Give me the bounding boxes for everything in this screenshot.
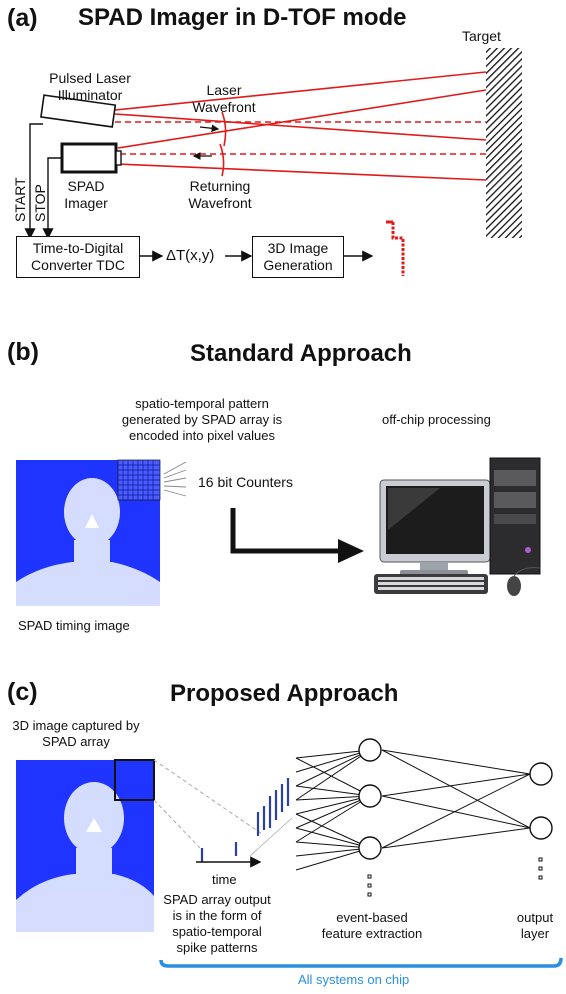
- on-chip-bracket: [159, 957, 563, 968]
- panel-a-label: (a): [7, 4, 38, 32]
- image-gen-box: 3D Image Generation: [252, 236, 344, 278]
- panel-c-label: (c): [7, 678, 38, 706]
- panel-c-title: Proposed Approach: [170, 680, 399, 707]
- timing-image-label: SPAD timing image: [18, 618, 130, 633]
- computer-illustration: [374, 457, 541, 596]
- returning-wavefront-label: Returning Wavefront: [188, 178, 252, 211]
- laser-illuminator: [40, 94, 117, 128]
- face-silhouette-c: [16, 782, 154, 932]
- on-chip-label: All systems on chip: [298, 972, 410, 987]
- panel-a-title: SPAD Imager in D-TOF mode: [78, 4, 407, 31]
- laser-wavefront-label: Laser Wavefront: [192, 82, 256, 115]
- nn-ellipsis: [367, 857, 543, 897]
- face-silhouette-b: [16, 478, 160, 606]
- counters-label: 16 bit Counters: [198, 474, 293, 490]
- nn-nodes: [358, 738, 553, 860]
- spike-pattern: [200, 778, 290, 862]
- laser-label: Pulsed Laser Illuminator: [49, 70, 131, 103]
- pixel-grid: [117, 459, 161, 501]
- off-chip-label: off-chip processing: [382, 412, 491, 427]
- depth-profile-mark: [391, 222, 405, 276]
- nn-connections: [295, 749, 531, 871]
- flow-arrow: [230, 508, 340, 554]
- panel-b-label: (b): [7, 338, 39, 366]
- start-label: START: [12, 177, 28, 222]
- target-label: Target: [462, 28, 501, 44]
- delta-t-label: ΔT(x,y): [166, 247, 215, 264]
- spad-imager-box: [60, 142, 118, 174]
- pattern-caption: spatio-temporal pattern generated by SPA…: [121, 396, 283, 443]
- captured-caption: 3D image captured by SPAD array: [12, 718, 140, 749]
- stop-label: STOP: [32, 184, 48, 222]
- spad-imager-label: SPAD Imager: [64, 178, 108, 211]
- spad-output-caption: SPAD array output is in the form of spat…: [163, 892, 271, 955]
- tdc-box: Time-to-Digital Converter TDC: [16, 236, 140, 278]
- panel-b-title: Standard Approach: [190, 340, 412, 367]
- output-layer-caption: output layer: [516, 910, 554, 941]
- laser-beams: [114, 71, 487, 181]
- target-wall: [486, 48, 522, 238]
- feature-caption: event-based feature extraction: [321, 910, 423, 941]
- time-axis-label: time: [212, 872, 237, 887]
